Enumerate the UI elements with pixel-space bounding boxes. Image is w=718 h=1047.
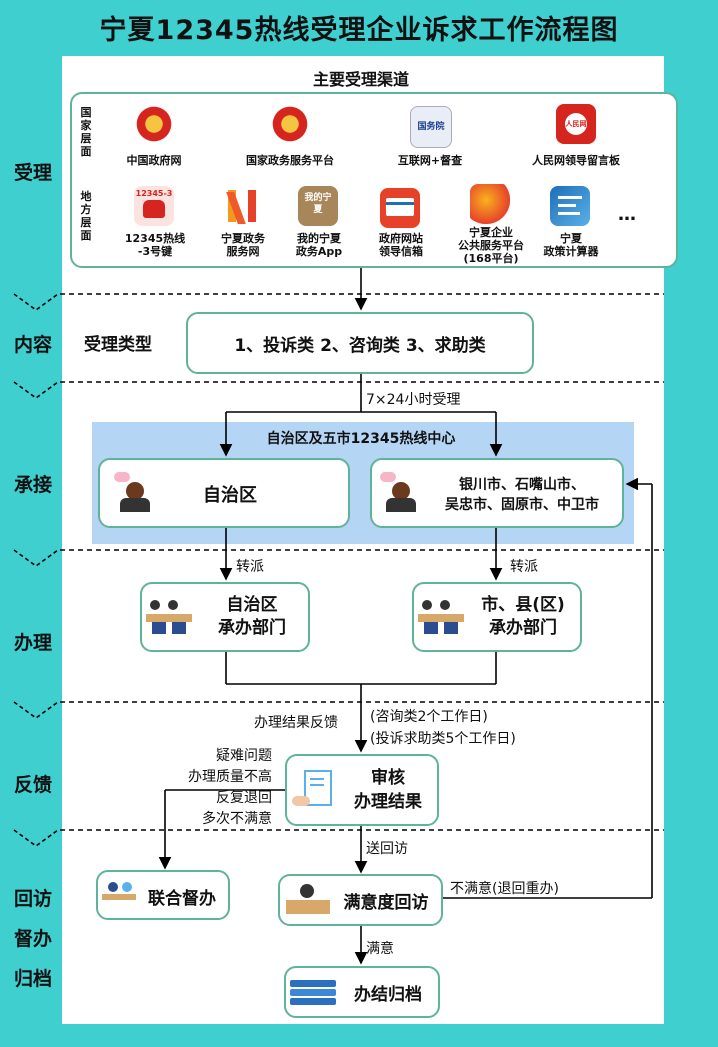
stage-label-return-visit: 回访 <box>14 888 53 910</box>
phoenix-icon[interactable] <box>470 184 510 224</box>
local-level-label: 地方层面 <box>80 190 92 242</box>
channels-heading: 主要受理渠道 <box>312 70 409 89</box>
request-types-box <box>186 312 534 374</box>
channel-label-ningxia-service: 宁夏政务 服务网 <box>221 232 265 258</box>
page-title: 宁夏12345热线受理企业诉求工作流程图 <box>99 15 619 46</box>
operator-icon <box>112 470 156 514</box>
more-channels-ellipsis: … <box>618 204 636 225</box>
hours-note: 7×24小时受理 <box>366 392 461 408</box>
hotline-logo-text: 12345-3 <box>135 189 173 198</box>
deadlines-note: (咨询类2个工作日) (投诉求助类5个工作日) <box>370 709 516 747</box>
channel-label-people-leader-board: 人民网领导留言板 <box>532 154 620 167</box>
region-hotline-label: 自治区 <box>203 485 257 506</box>
archive-label: 办结归档 <box>354 985 422 1005</box>
meeting-icon <box>102 880 136 910</box>
binders-icon <box>290 976 336 1008</box>
ningxia-n-icon[interactable] <box>222 186 262 226</box>
channel-label-internet-supervision: 互联网+督查 <box>397 154 463 167</box>
my-ningxia-app-icon[interactable]: 我的宁夏 <box>298 186 338 226</box>
satisfied-note: 满意 <box>366 941 394 957</box>
national-emblem-icon[interactable] <box>134 104 174 144</box>
feedback-note: 办理结果反馈 <box>254 715 338 731</box>
stage-label-archive: 归档 <box>14 968 53 990</box>
review-label: 审核 办理结果 <box>354 768 422 812</box>
document-review-icon <box>292 768 338 810</box>
channel-label-my-ningxia-app: 我的宁夏 政务App <box>295 232 343 258</box>
review-box <box>285 754 439 826</box>
channel-label-168-platform: 宁夏企业 公共服务平台 (168平台) <box>458 226 524 265</box>
telephone-icon[interactable]: 12345-3 <box>134 186 174 226</box>
channel-label-leader-mailbox: 政府网站 领导信箱 <box>379 232 423 258</box>
channel-label-policy-calculator: 宁夏 政策计算器 <box>543 232 599 258</box>
national-emblem-icon[interactable] <box>270 104 310 144</box>
escalation-note: 疑难问题 办理质量不高 反复退回 多次不满意 <box>188 748 272 827</box>
transfer-note-left: 转派 <box>236 559 264 575</box>
content-label: 受理类型 <box>84 335 152 355</box>
state-council-logo-text: 国务院 <box>417 122 445 132</box>
stage-label-feedback: 反馈 <box>14 774 53 796</box>
unsatisfied-note: 不满意(退回重办) <box>450 881 559 897</box>
transfer-note-right: 转派 <box>510 559 538 575</box>
state-council-icon[interactable]: 国务院 <box>410 106 452 148</box>
city-hotline-box <box>370 458 624 528</box>
stage-label-accept: 受理 <box>14 162 53 184</box>
stage-label-handle: 办理 <box>14 632 53 654</box>
office-workers-icon <box>418 596 464 636</box>
operator-icon <box>378 470 422 514</box>
stage-label-content: 内容 <box>14 334 53 356</box>
my-ningxia-logo-text: 我的宁夏 <box>304 193 332 215</box>
city-dept-label: 市、县(区) 承办部门 <box>481 595 565 638</box>
national-level-label: 国家层面 <box>80 106 92 158</box>
return-visit-note: 送回访 <box>366 841 408 857</box>
service-desk-icon <box>286 884 330 916</box>
office-workers-icon <box>146 596 192 636</box>
people-daily-icon[interactable]: 人民网 <box>556 104 596 144</box>
channel-label-gov-cn: 中国政府网 <box>126 154 182 167</box>
city-hotline-label: 银川市、石嘴山市、 吴忠市、固原市、中卫市 <box>445 477 599 513</box>
channel-label-hotline-key3: 12345热线 -3号键 <box>124 232 186 258</box>
request-types-text: 1、投诉类 2、咨询类 3、求助类 <box>234 336 486 356</box>
hotline-center-title: 自治区及五市12345热线中心 <box>266 431 456 447</box>
joint-supervision-label: 联合督办 <box>148 889 216 909</box>
region-dept-label: 自治区 承办部门 <box>218 595 286 638</box>
stage-label-undertake: 承接 <box>14 474 53 496</box>
people-daily-logo-text: 人民网 <box>565 113 587 135</box>
stage-label-supervise: 督办 <box>14 928 53 950</box>
policy-calculator-icon[interactable] <box>550 186 590 226</box>
mailbox-icon[interactable] <box>380 188 420 228</box>
channel-label-gov-service-platform: 国家政务服务平台 <box>246 154 334 167</box>
satisfaction-visit-label: 满意度回访 <box>343 893 429 913</box>
